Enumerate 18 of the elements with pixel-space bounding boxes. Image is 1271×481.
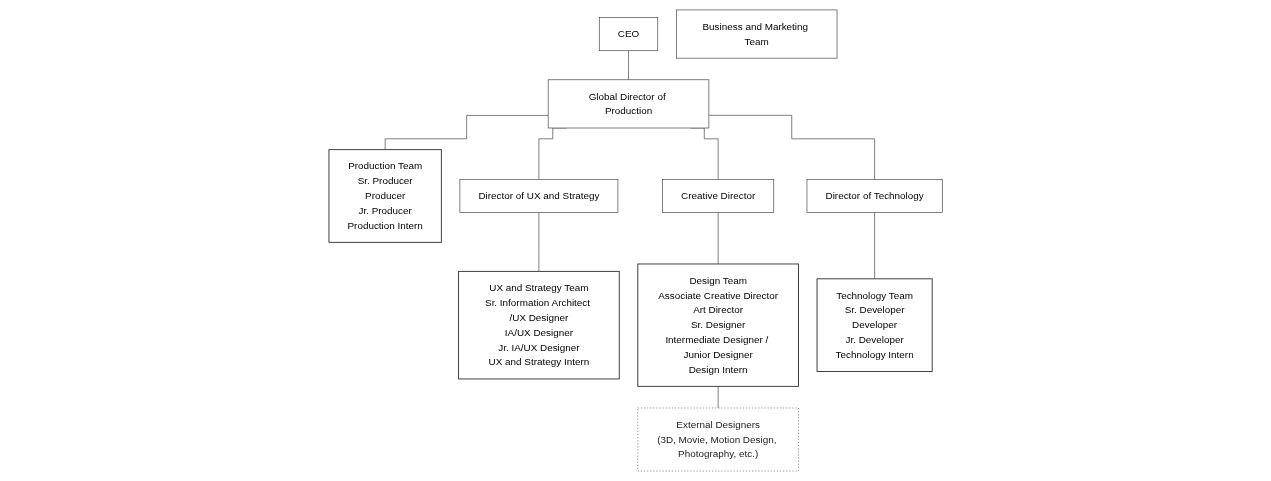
node-box: Business and Marketing Team bbox=[675, 9, 838, 59]
connector bbox=[384, 115, 549, 150]
connector bbox=[717, 386, 719, 409]
connector bbox=[717, 212, 719, 265]
node-box: Technology Team Sr. Developer Developer Jr. Developer Technology Intern bbox=[816, 278, 933, 372]
connector bbox=[874, 212, 875, 280]
node-box: CEO bbox=[598, 17, 658, 52]
node-box: External Designers (3D, Movie, Motion Design, Photography, etc.) bbox=[637, 407, 799, 472]
node-box: Production Team Sr. Producer Producer Jr. Producer Production Intern bbox=[328, 149, 442, 243]
node-box: Director of Technology bbox=[806, 179, 943, 213]
connector bbox=[538, 212, 540, 272]
node-box: Director of UX and Strategy bbox=[459, 179, 619, 213]
node-box: UX and Strategy Team Sr. Information Architect /UX Designer IA/UX Designer Jr. IA/UX Designer UX and Strategy Intern bbox=[457, 270, 620, 380]
connector bbox=[708, 115, 875, 180]
node-box: Creative Director bbox=[662, 179, 774, 213]
node-box: Design Team Associate Creative Director Art Director Sr. Designer Intermediate Designer / Junior Designer Design Intern bbox=[637, 263, 799, 387]
connector bbox=[628, 50, 629, 81]
node-box: Global Director of Production bbox=[547, 79, 710, 129]
